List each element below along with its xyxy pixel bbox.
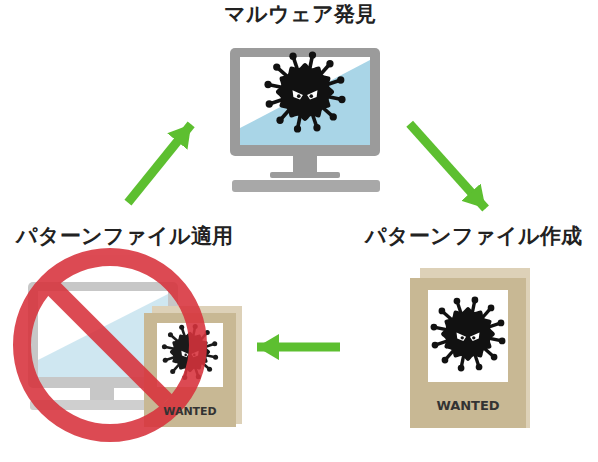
stage-node: パターンファイル作成 [350, 222, 596, 458]
card-label: WANTED [436, 399, 499, 413]
flow-arrow [128, 124, 191, 202]
flow-arrow [257, 343, 340, 352]
stage-node: パターンファイル適用 [2, 222, 247, 458]
stage-node: マルウェア発見 [205, 0, 395, 195]
virus [264, 51, 345, 132]
virus [431, 297, 506, 372]
card-label: WANTED [163, 406, 217, 418]
stage-heading-wrap: パターンファイル作成 [350, 222, 596, 249]
stage-heading-wrap: パターンファイル適用 [2, 222, 247, 249]
stage-heading: パターンファイル作成 [365, 224, 582, 249]
stage-heading: マルウェア発見 [224, 2, 376, 27]
stage-heading: パターンファイル適用 [16, 224, 233, 249]
stage-heading-wrap: マルウェア発見 [205, 0, 395, 27]
flow-arrow [410, 124, 486, 209]
monitor [230, 48, 380, 192]
wanted-card [410, 268, 530, 428]
